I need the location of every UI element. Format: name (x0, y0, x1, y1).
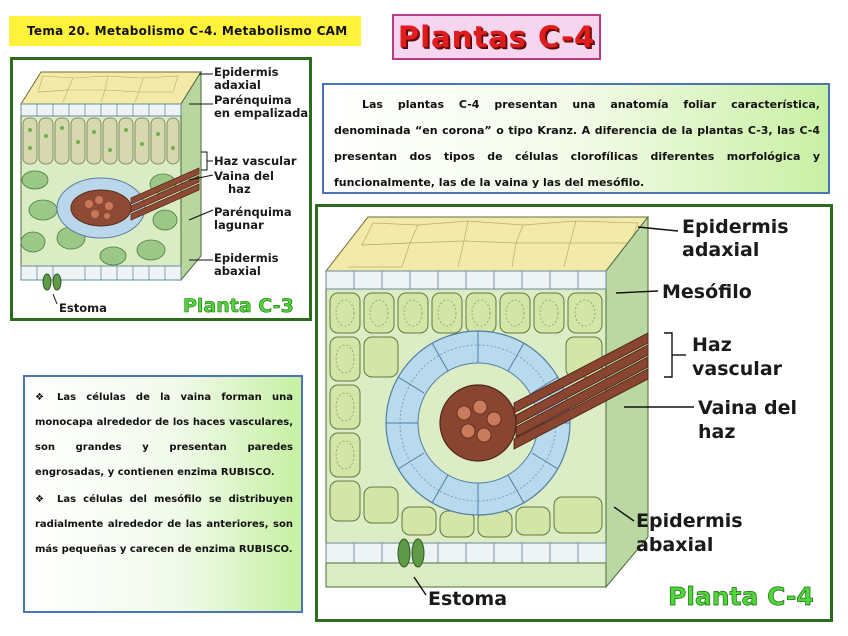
c3-label-epidermis-adaxial-1: Epidermis (214, 65, 279, 79)
c3-label-estoma: Estoma (59, 301, 107, 315)
c4-label-haz-2: vascular (692, 358, 783, 380)
c4-caption: Planta C-4 (668, 582, 814, 611)
c3-diagram-panel: Epidermis adaxial Parénquima en empaliza… (10, 57, 312, 321)
c4-label-epidermis-abaxial-1: Epidermis (636, 510, 743, 532)
c3-label-lagunar-1: Parénquima (214, 205, 292, 219)
note-item-2: ❖Las células del mesófilo se distribuyen… (35, 487, 293, 562)
c3-label-haz-vascular: Haz vascular (214, 154, 297, 168)
c4-label-mesofilo: Mesófilo (662, 281, 752, 303)
c4-top-surface (324, 216, 650, 272)
c3-stoma (42, 273, 62, 291)
note-text-2: Las células del mesófilo se distribuyen … (35, 494, 293, 555)
note-item-1: ❖Las células de la vaina forman una mono… (35, 385, 293, 485)
c3-label-epidermis-abaxial-1: Epidermis (214, 251, 279, 265)
intro-box: Las plantas C-4 presentan una anatomía f… (322, 83, 830, 194)
diamond-bullet-icon: ❖ (35, 392, 44, 403)
c4-label-haz-1: Haz (692, 334, 732, 356)
c4-stoma (397, 538, 425, 568)
c3-label-vaina-1: Vaina del (214, 169, 274, 183)
c3-label-lagunar-2: lagunar (214, 218, 264, 232)
diamond-bullet-icon: ❖ (35, 494, 44, 505)
page-title: Plantas C-4 (397, 20, 596, 54)
c3-label-vaina-2: haz (228, 182, 251, 196)
c4-label-epidermis-adaxial-1: Epidermis (682, 216, 789, 238)
intro-text: Las plantas C-4 presentan una anatomía f… (334, 98, 820, 189)
c4-vascular-bundle (439, 384, 517, 462)
c3-label-empalizada-1: Parénquima (214, 93, 292, 107)
c4-label-epidermis-adaxial-2: adaxial (682, 239, 759, 261)
c3-label-empalizada-2: en empalizada (214, 106, 308, 120)
c4-mesophyll-cells (329, 292, 603, 538)
c4-label-vaina-1: Vaina del (698, 397, 797, 419)
page-title-box: Plantas C-4 (392, 14, 601, 60)
c3-label-epidermis-abaxial-2: abaxial (214, 264, 261, 278)
c4-leaf-illustration: Epidermis adaxial Mesófilo Haz vascular … (324, 215, 814, 611)
c4-side-face (605, 215, 649, 589)
note-text-1: Las células de la vaina forman una monoc… (35, 392, 293, 478)
c3-leaf-illustration: Epidermis adaxial Parénquima en empaliza… (20, 65, 308, 317)
c3-label-epidermis-adaxial-2: adaxial (214, 78, 261, 92)
c4-label-estoma: Estoma (428, 588, 507, 610)
c4-label-epidermis-abaxial-2: abaxial (636, 534, 713, 556)
topic-header-text: Tema 20. Metabolismo C-4. Metabolismo CA… (27, 24, 348, 38)
notes-box: ❖Las células de la vaina forman una mono… (23, 375, 303, 613)
c3-vascular-bundle (70, 189, 132, 227)
c3-caption: Planta C-3 (183, 295, 294, 317)
c3-palisade-cells (22, 117, 180, 165)
c4-diagram-panel: Epidermis adaxial Mesófilo Haz vascular … (315, 204, 833, 622)
topic-header: Tema 20. Metabolismo C-4. Metabolismo CA… (9, 16, 361, 46)
c4-label-vaina-2: haz (698, 421, 735, 443)
